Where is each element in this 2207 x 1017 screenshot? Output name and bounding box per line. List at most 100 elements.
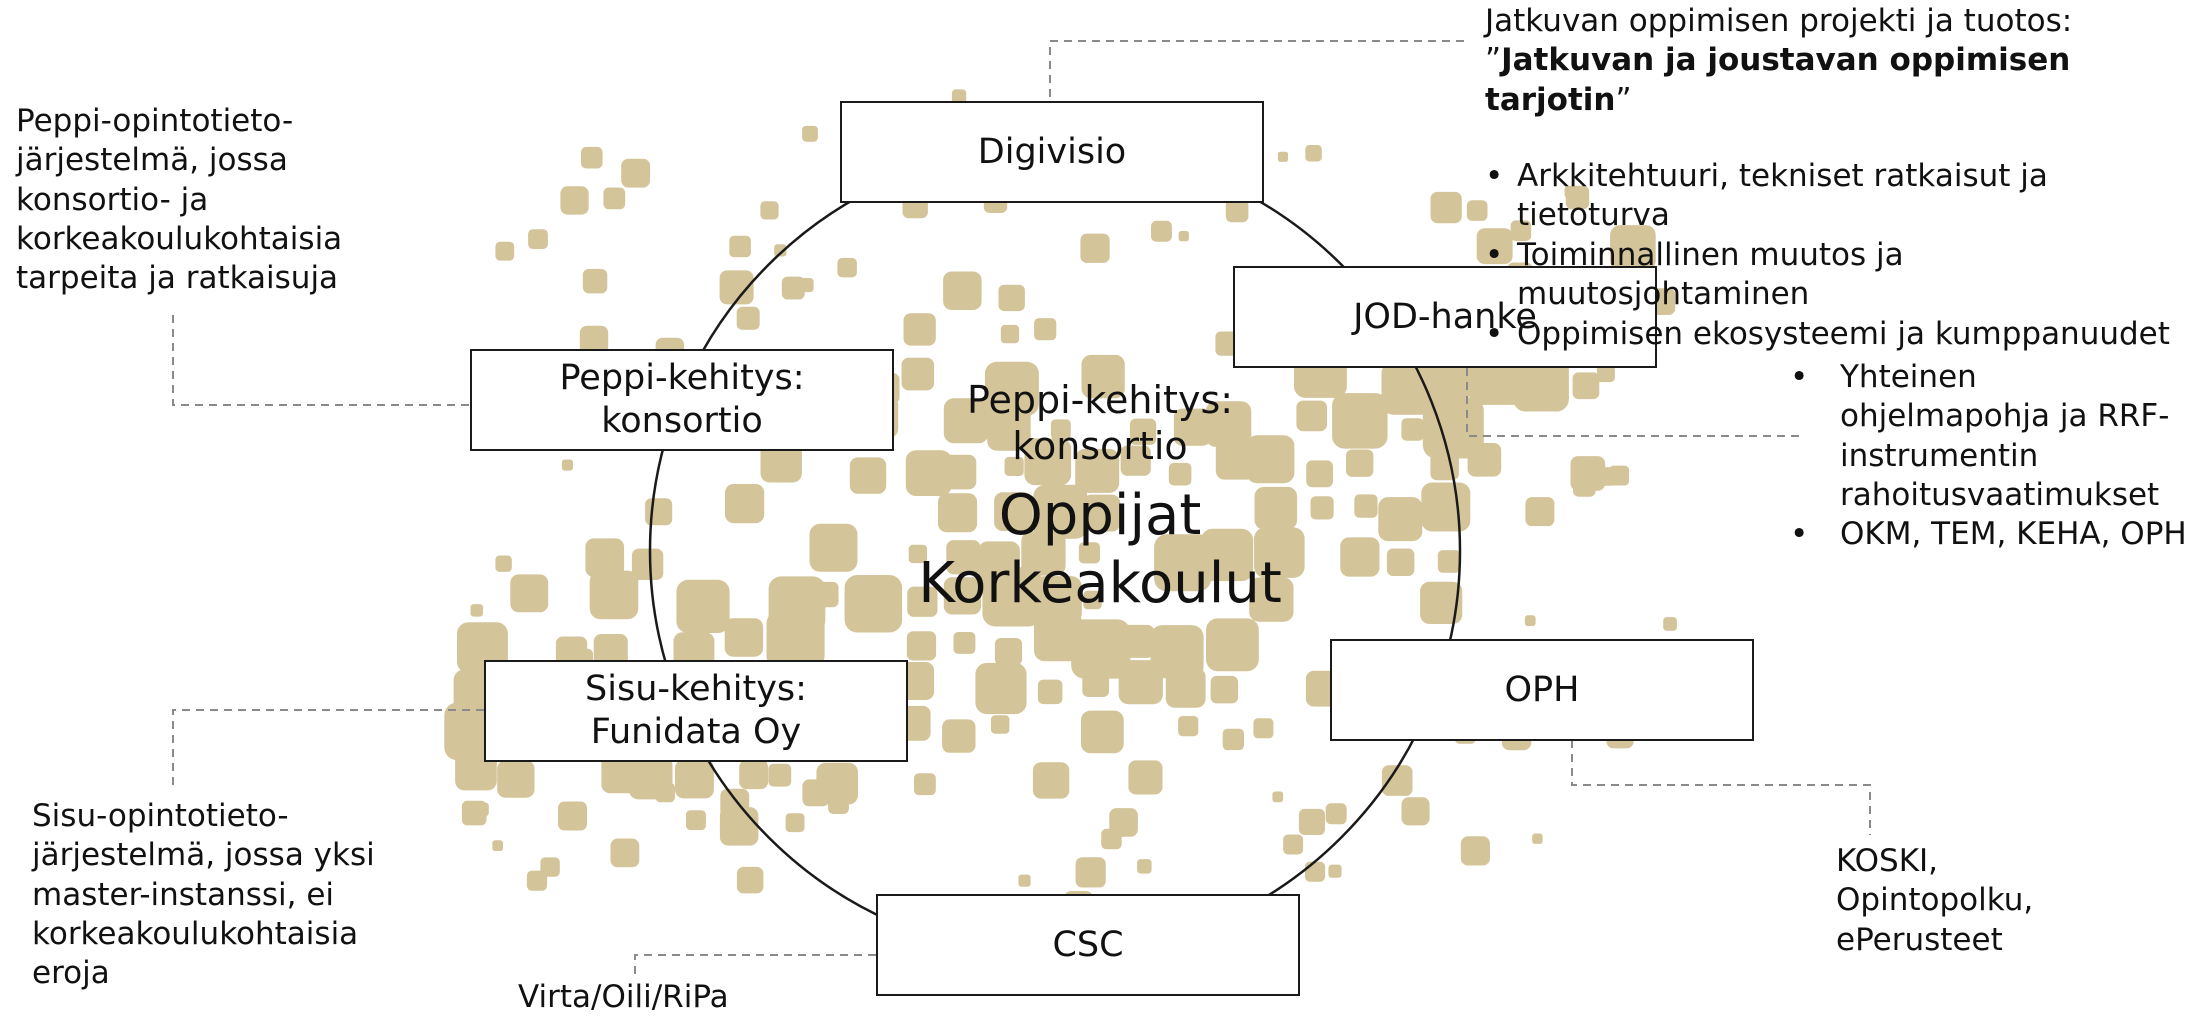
oph-box[interactable]: OPH — [1330, 639, 1754, 741]
pattern-square — [938, 493, 978, 533]
pattern-square — [1210, 675, 1239, 704]
digivisio-label: Digivisio — [977, 131, 1127, 172]
pattern-square — [908, 544, 927, 564]
csc-box[interactable]: CSC — [876, 894, 1300, 996]
jod-note-list: •Yhteinen ohjelmapohja ja RRF-instrument… — [1790, 358, 2205, 555]
pattern-square — [849, 457, 887, 494]
pattern-square — [785, 813, 805, 833]
pattern-square — [1018, 874, 1031, 887]
pattern-square — [1401, 418, 1424, 441]
pattern-square — [1304, 861, 1326, 882]
pattern-square — [1283, 834, 1304, 855]
pattern-square — [1118, 660, 1163, 705]
pattern-square — [655, 782, 675, 803]
pattern-square — [1572, 372, 1600, 400]
pattern-square — [1037, 679, 1063, 705]
pattern-square — [1078, 542, 1100, 564]
connector-lines — [172, 40, 1871, 975]
pattern-square — [603, 187, 626, 210]
pattern-square — [1246, 435, 1295, 484]
pattern-square — [1081, 354, 1125, 399]
pattern-square — [1573, 474, 1596, 497]
pattern-square — [526, 870, 548, 891]
peppi-connector — [172, 315, 470, 406]
digivisio-note-quote: ”Jatkuvan ja joustavan oppimisen tarjoti… — [1485, 41, 2205, 120]
pattern-square — [1205, 401, 1252, 447]
pattern-square — [1253, 718, 1274, 739]
bullet-icon: • — [1485, 315, 1504, 352]
bullet-icon: • — [1790, 359, 1809, 395]
pattern-square — [994, 492, 1033, 531]
pattern-square — [1332, 393, 1388, 449]
pattern-square — [1000, 324, 1020, 344]
pattern-square — [579, 325, 609, 355]
pattern-square — [1346, 449, 1374, 477]
bullet-text: Toiminnallinen muutos ja muutosjohtamine… — [1517, 236, 1904, 313]
center-main-line-1: Oppijat — [998, 483, 1202, 548]
pattern-square — [1325, 803, 1347, 825]
jod-hanke-box[interactable]: JOD-hanke — [1233, 266, 1657, 368]
pattern-square — [1422, 397, 1484, 459]
pattern-square — [1254, 486, 1298, 530]
pattern-square — [768, 763, 792, 787]
pattern-square — [943, 577, 982, 615]
digivisio-box[interactable]: Digivisio — [840, 101, 1264, 203]
pattern-square — [736, 306, 760, 330]
pattern-square — [1050, 419, 1071, 440]
pattern-square — [561, 459, 573, 471]
pattern-square — [560, 186, 589, 215]
pattern-square — [1306, 460, 1333, 488]
pattern-square — [1101, 828, 1122, 850]
sisu-note: Sisu-opintotieto-järjestelmä, jossa yksi… — [32, 798, 375, 992]
sisu-box[interactable]: Sisu-kehitys: Funidata Oy — [484, 660, 908, 762]
pattern-square — [1249, 577, 1294, 622]
pattern-square — [809, 523, 858, 572]
pattern-square — [1532, 833, 1543, 844]
center-main-line-2: Korkeakoulut — [918, 551, 1282, 617]
bullet-text: OKM, TEM, KEHA, OPH — [1840, 516, 2187, 553]
pattern-square — [1510, 220, 1532, 241]
pattern-square — [729, 235, 751, 258]
pattern-square — [975, 662, 1027, 715]
pattern-square — [1083, 590, 1102, 610]
digivisio-connector — [1049, 40, 1470, 97]
pattern-square — [1034, 576, 1082, 624]
pattern-square — [1082, 670, 1110, 697]
pattern-square — [1254, 527, 1305, 578]
jod-hanke-label: JOD-hanke — [1353, 296, 1537, 337]
pattern-square — [1178, 716, 1199, 737]
sisu-connector — [172, 709, 484, 785]
pattern-square — [906, 631, 937, 661]
pattern-square — [1430, 451, 1459, 481]
pattern-square — [982, 567, 1042, 627]
list-item: •Toiminnallinen muutos ja muutosjohtamin… — [1485, 236, 2077, 315]
pattern-square — [1215, 440, 1256, 480]
pattern-square — [1206, 618, 1259, 672]
quote-close-mark: ” — [1615, 81, 1632, 118]
pattern-square — [1277, 151, 1289, 162]
pattern-square — [774, 244, 787, 257]
pattern-square — [1083, 494, 1121, 532]
pattern-square — [1340, 537, 1380, 577]
pattern-square — [901, 357, 935, 391]
pattern-square — [1137, 859, 1152, 874]
peppi-box[interactable]: Peppi-kehitys: konsortio — [470, 349, 894, 451]
pattern-square — [905, 450, 952, 496]
pattern-square — [686, 810, 706, 831]
pattern-square — [1296, 400, 1327, 432]
pattern-square — [991, 715, 1010, 734]
pattern-square — [1466, 200, 1488, 221]
pattern-square — [1596, 467, 1616, 486]
pattern-square — [1663, 617, 1677, 631]
pattern-square — [1378, 497, 1423, 542]
pattern-square — [585, 538, 625, 578]
pattern-square — [987, 407, 1031, 451]
pattern-square — [1354, 494, 1378, 518]
peppi-label-line-1: Peppi-kehitys: — [559, 358, 805, 399]
pattern-square — [802, 779, 830, 807]
digivisio-note-quote-text: Jatkuvan ja joustavan oppimisen tarjotin — [1485, 42, 2071, 118]
pattern-square — [676, 579, 730, 633]
peppi-note: Peppi-opintotieto-järjestelmä, jossa kon… — [16, 103, 343, 297]
pattern-square — [1032, 762, 1070, 799]
pattern-square — [495, 555, 512, 572]
